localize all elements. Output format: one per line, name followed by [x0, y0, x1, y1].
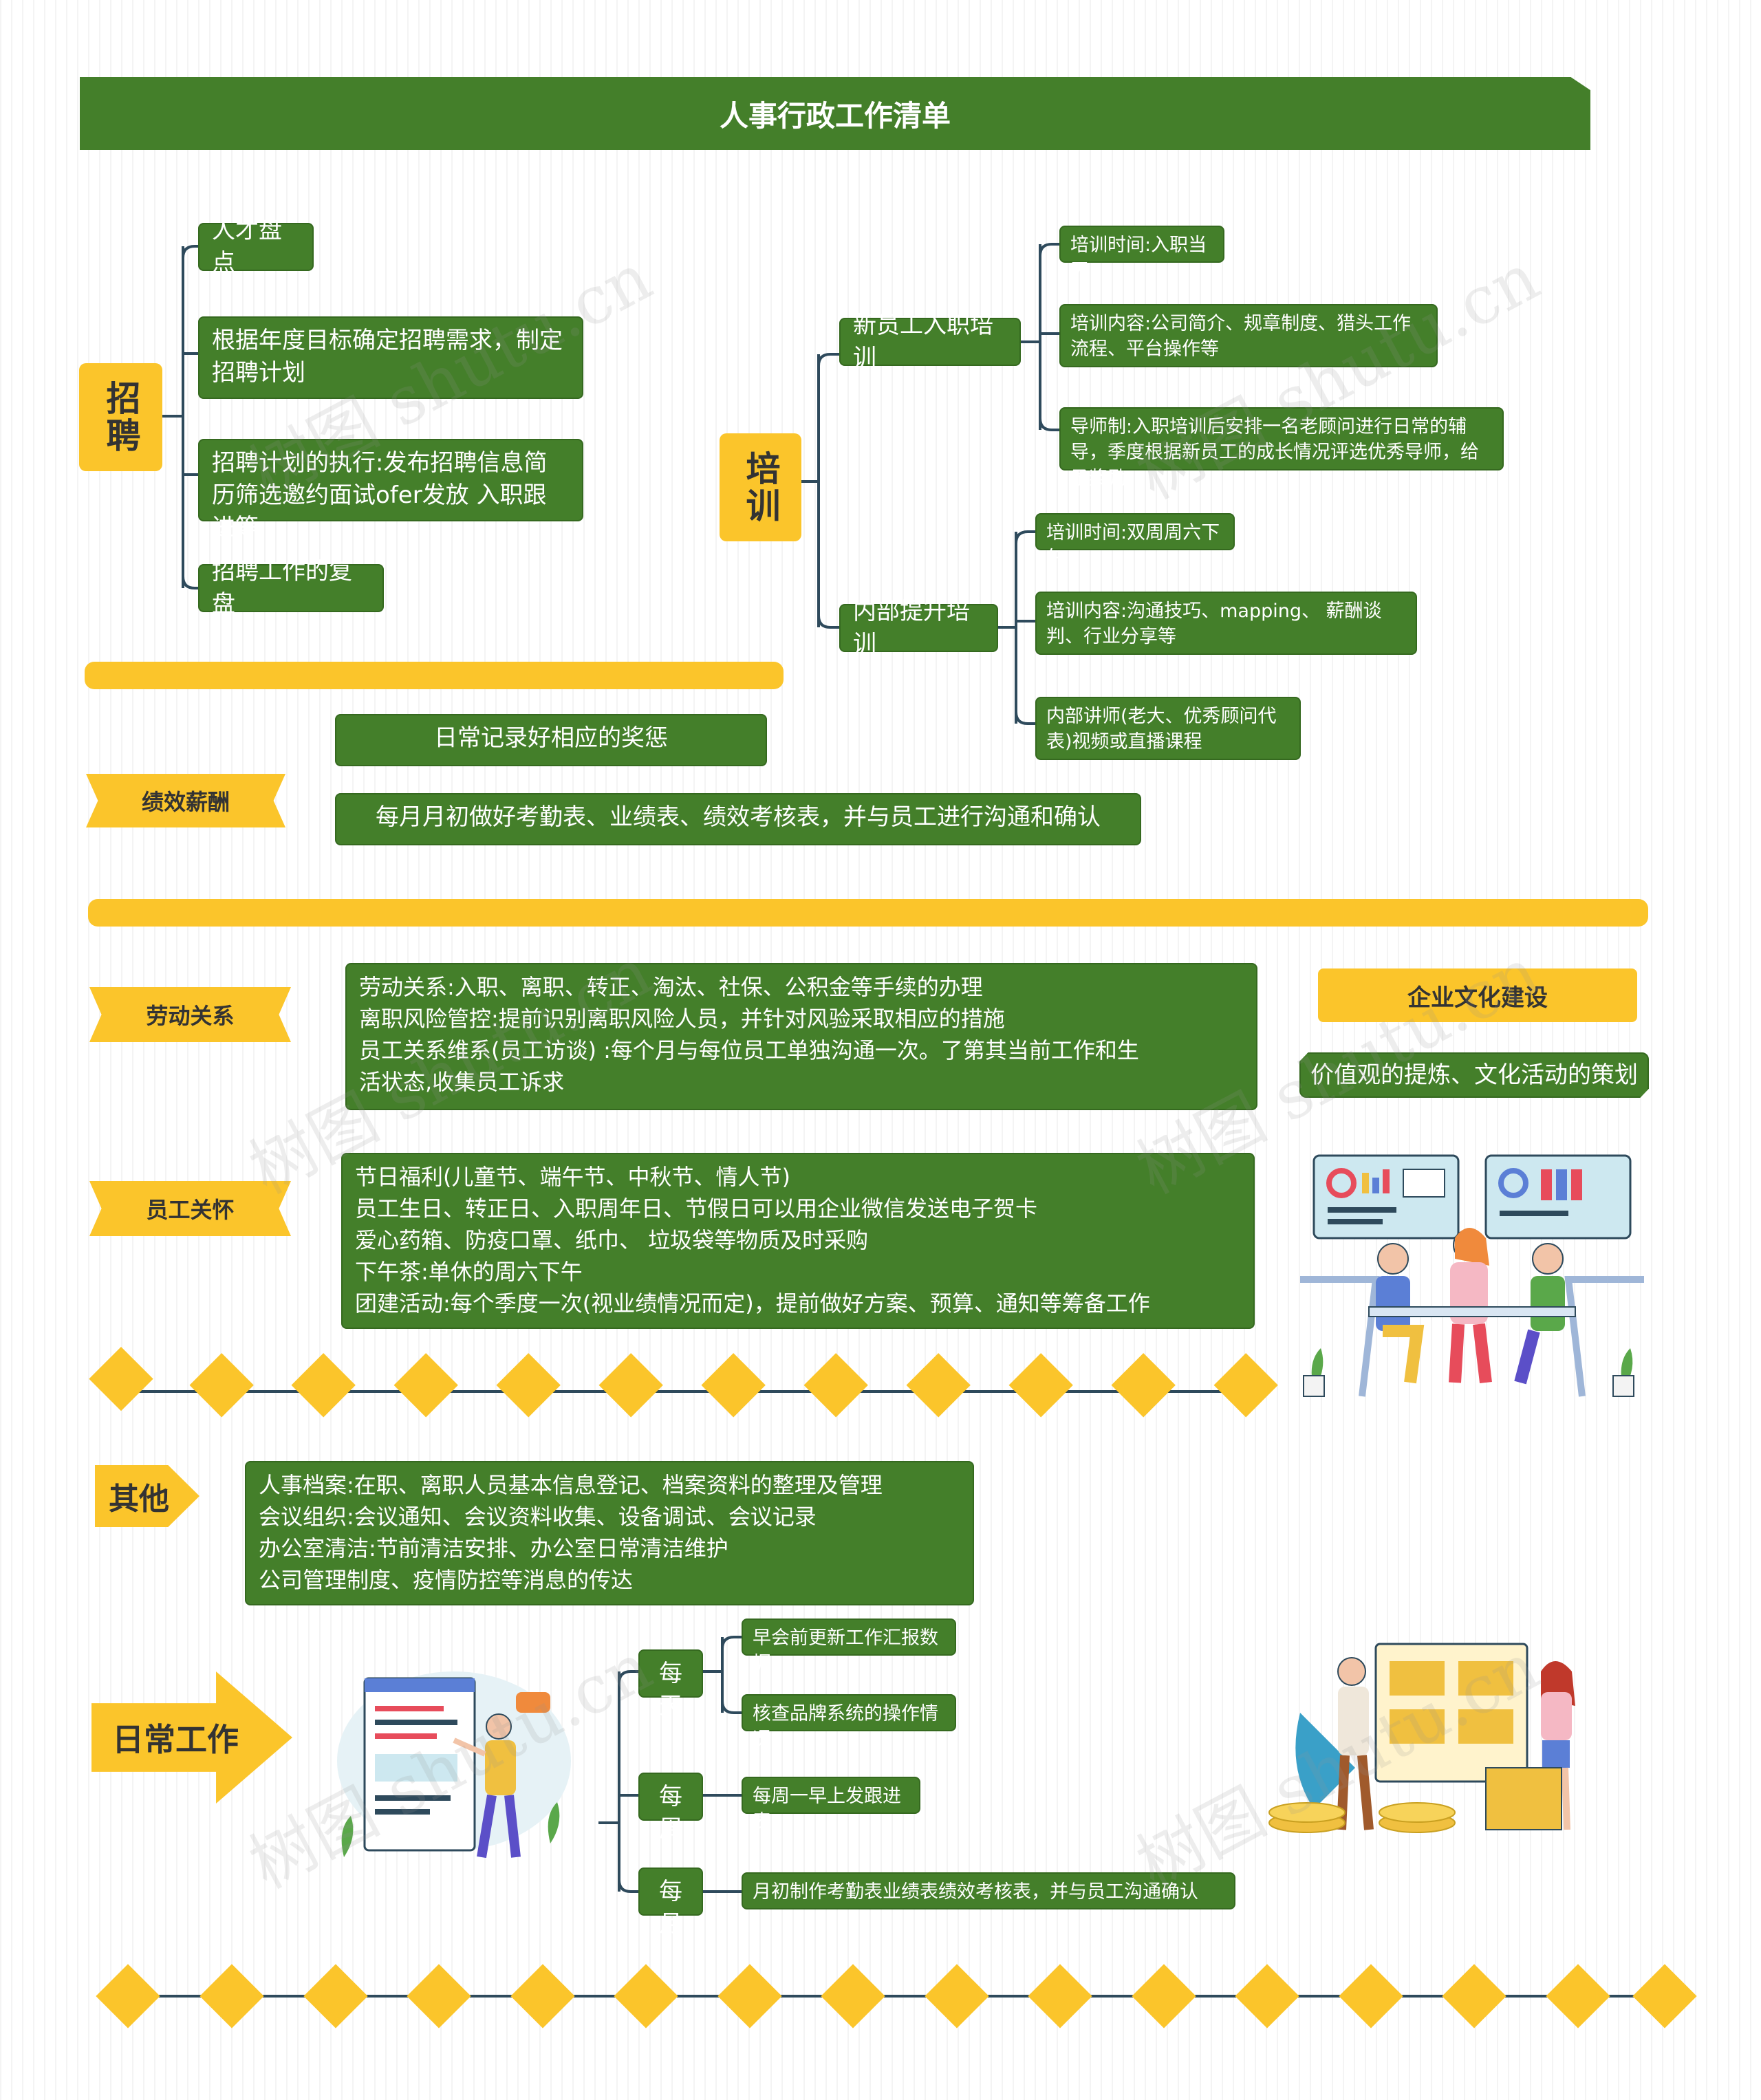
diamond [906, 1353, 971, 1418]
team-meeting-illustration [1300, 1154, 1644, 1397]
title-banner: 人事行政工作清单 [80, 77, 1590, 150]
daily-everyday: 每天 [638, 1649, 703, 1720]
diamond [614, 1964, 678, 2028]
diamond [1213, 1353, 1278, 1418]
recruit-item-4: 招聘工作的复盘 [198, 558, 384, 618]
internal-item-2: 培训内容:沟通技巧、mapping、 薪酬谈判、行业分享等 [1035, 592, 1417, 655]
diamond [291, 1353, 356, 1418]
diamond [407, 1964, 471, 2028]
divider-bar-2 [88, 899, 1648, 927]
training-internal: 内部提升培训 [839, 598, 998, 658]
page-title: 人事行政工作清单 [719, 98, 951, 133]
diamond [1028, 1964, 1092, 2028]
training-label: 培训 [720, 433, 801, 541]
diamond [510, 1964, 575, 2028]
labor-box: 劳动关系:入职、离职、转正、淘汰、社保、公积金等手续的办理 离职风险管控:提前识… [345, 963, 1257, 1110]
diamond [1442, 1964, 1506, 2028]
daily-weekly: 每周 [638, 1773, 703, 1843]
everyday-item-1: 早会前更新工作汇报数据 [742, 1619, 956, 1674]
diamond [393, 1353, 458, 1418]
performance-label: 绩效薪酬 [86, 774, 285, 827]
finance-illustration [1268, 1643, 1575, 1833]
diamond [821, 1964, 885, 2028]
diamond [496, 1353, 561, 1418]
labor-label: 劳动关系 [89, 987, 291, 1042]
diamond-row-2 [96, 1964, 1697, 2028]
diamond [189, 1353, 254, 1418]
care-label: 员工关怀 [89, 1181, 291, 1236]
presentation-illustration [337, 1671, 571, 1859]
diamond [1632, 1964, 1697, 2028]
diamond [199, 1964, 264, 2028]
diamond-row-1 [89, 1346, 1278, 1418]
diamond [598, 1353, 663, 1418]
diamond [1132, 1964, 1196, 2028]
diamond [925, 1964, 989, 2028]
divider-bar-1 [85, 662, 784, 689]
performance-item-2: 每月月初做好考勤表、业绩表、绩效考核表，并与员工进行沟通和确认 [335, 793, 1141, 845]
culture-label: 企业文化建设 [1318, 968, 1637, 1022]
diamond [1339, 1964, 1403, 2028]
care-box: 节日福利(儿童节、端午节、中秋节、情人节) 员工生日、转正日、入职周年日、节假日… [341, 1153, 1255, 1329]
diamond [1235, 1964, 1299, 2028]
internal-item-1: 培训时间:双周周六下午 [1035, 513, 1235, 569]
newhire-item-1: 培训时间:入职当天 [1059, 226, 1224, 281]
other-box: 人事档案:在职、离职人员基本信息登记、档案资料的整理及管理 会议组织:会议通知、… [245, 1461, 974, 1605]
diamond [303, 1964, 368, 2028]
diamond [89, 1346, 153, 1411]
performance-item-1: 日常记录好相应的奖惩 [335, 714, 767, 766]
training-newhire: 新员工入职培训 [839, 312, 1021, 371]
diamond [701, 1353, 766, 1418]
culture-item: 价值观的提炼、文化活动的策划 [1299, 1052, 1649, 1098]
internal-item-3: 内部讲师(老大、优秀顾问代表)视频或直播课程 [1035, 697, 1301, 760]
diamond [96, 1964, 160, 2028]
diamond [1546, 1964, 1610, 2028]
newhire-item-2: 培训内容:公司简介、规章制度、猎头工作流程、平台操作等 [1059, 304, 1438, 367]
diamond [1111, 1353, 1176, 1418]
diamond [1008, 1353, 1073, 1418]
recruit-item-3: 招聘计划的执行:发布招聘信息简历筛选邀约面试ofer发放 入职跟进等 [198, 439, 583, 541]
everyday-item-2: 核查品牌系统的操作情况 [742, 1694, 956, 1750]
daily-monthly: 每月 [638, 1868, 703, 1938]
recruit-item-1: 人才盘点 [198, 217, 314, 277]
weekly-item: 每周一早上发跟进表 [742, 1777, 920, 1832]
diamond [803, 1353, 868, 1418]
monthly-item: 月初制作考勤表业绩表绩效考核表，并与员工沟通确认 [742, 1872, 1235, 1909]
newhire-item-3: 导师制:入职培训后安排一名老顾问进行日常的辅导，季度根据新员工的成长情况评选优秀… [1059, 407, 1504, 489]
recruit-item-2: 根据年度目标确定招聘需求，制定招聘计划 [198, 316, 583, 399]
recruit-label: 招聘 [79, 363, 162, 471]
diamond [717, 1964, 782, 2028]
